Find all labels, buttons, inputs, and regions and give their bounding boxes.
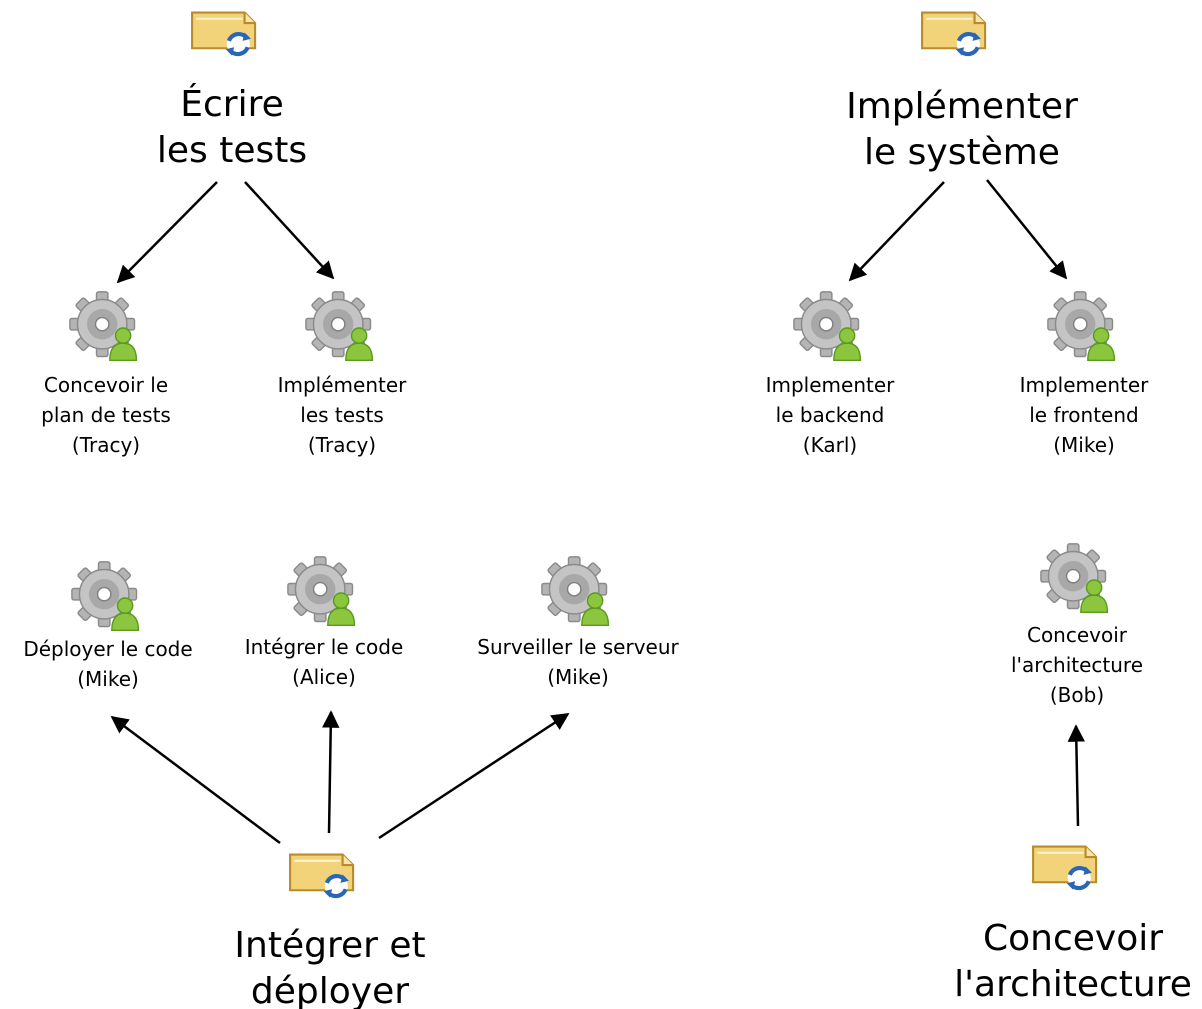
task-node-integrer-code[interactable]: Intégrer le code (Alice) — [245, 556, 404, 689]
task-gear-person-icon — [287, 556, 356, 627]
task-gear-person-icon — [71, 561, 140, 632]
task-gear-person-icon — [1047, 291, 1116, 362]
phase-title-line: Concevoir — [983, 918, 1163, 959]
arrow-ecrire-to-implementer-tests — [244, 181, 335, 280]
task-label-line: (Mike) — [77, 667, 139, 691]
phase-node-ecrire[interactable]: Écrire les tests — [157, 13, 307, 171]
task-gear-person-icon — [1040, 543, 1109, 614]
task-node-implementer-tests[interactable]: Implémenter les tests (Tracy) — [278, 291, 408, 457]
task-label-line: le backend — [776, 403, 885, 427]
phase-folder-sync-icon — [1033, 847, 1096, 890]
task-label-line: Implémenter — [278, 373, 408, 397]
task-label-line: Implementer — [766, 373, 896, 397]
task-node-surveiller-serveur[interactable]: Surveiller le serveur (Mike) — [477, 556, 680, 689]
phase-node-integrer[interactable]: Intégrer et déployer — [234, 855, 426, 1009]
phase-title-line: le système — [864, 132, 1060, 173]
task-label-line: (Alice) — [292, 665, 356, 689]
arrow-implementer-to-implementer-backend — [848, 181, 945, 282]
task-label-line: (Mike) — [1053, 433, 1115, 457]
task-node-concevoir-plan[interactable]: Concevoir le plan de tests (Tracy) — [41, 291, 171, 457]
task-label-line: l'architecture — [1011, 653, 1143, 677]
task-node-implementer-frontend[interactable]: Implementer le frontend (Mike) — [1020, 291, 1150, 457]
task-label-line: (Mike) — [547, 665, 609, 689]
phase-folder-sync-icon — [192, 13, 255, 56]
task-label-line: Implementer — [1020, 373, 1150, 397]
task-label-line: (Tracy) — [72, 433, 140, 457]
task-label-line: (Tracy) — [308, 433, 376, 457]
task-gear-person-icon — [793, 291, 862, 362]
phase-title-line: l'architecture — [954, 964, 1192, 1005]
phase-title-line: déployer — [251, 971, 409, 1009]
phase-title-line: Intégrer et — [234, 925, 425, 966]
arrow-integrer-to-surveiller-serveur — [378, 712, 570, 840]
task-label-line: (Karl) — [803, 433, 857, 457]
phase-node-implementer[interactable]: Implémenter le système — [846, 13, 1078, 173]
phase-title-line: Implémenter — [846, 86, 1078, 127]
task-label-line: Concevoir — [1027, 623, 1128, 647]
task-label-line: Intégrer le code — [245, 635, 404, 659]
task-node-deployer-code[interactable]: Déployer le code (Mike) — [23, 561, 193, 691]
task-gear-person-icon — [69, 291, 138, 362]
task-label-line: les tests — [300, 403, 383, 427]
phase-folder-sync-icon — [922, 13, 985, 56]
arrow-implementer-to-implementer-frontend — [986, 179, 1068, 280]
phase-title-line: Écrire — [180, 83, 284, 125]
task-node-implementer-backend[interactable]: Implementer le backend (Karl) — [766, 291, 896, 457]
task-label-line: (Bob) — [1050, 683, 1104, 707]
phase-title-line: les tests — [157, 130, 307, 171]
arrow-integrer-to-integrer-code — [321, 710, 340, 834]
task-label-line: Surveiller le serveur — [477, 635, 679, 659]
task-gear-person-icon — [305, 291, 374, 362]
phase-node-concevoir[interactable]: Concevoir l'architecture — [954, 847, 1192, 1005]
task-label-line: le frontend — [1029, 403, 1138, 427]
task-label-line: plan de tests — [41, 403, 171, 427]
task-gear-person-icon — [541, 556, 610, 627]
arrow-integrer-to-deployer-code — [110, 715, 281, 844]
task-label-line: Déployer le code — [23, 637, 192, 661]
arrow-concevoir-to-concevoir-architecture — [1067, 724, 1086, 827]
edges — [110, 179, 1086, 844]
arrow-ecrire-to-concevoir-plan — [116, 181, 218, 284]
phase-folder-sync-icon — [290, 855, 353, 898]
task-label-line: Concevoir le — [44, 373, 168, 397]
task-node-concevoir-architecture[interactable]: Concevoir l'architecture (Bob) — [1011, 543, 1143, 707]
